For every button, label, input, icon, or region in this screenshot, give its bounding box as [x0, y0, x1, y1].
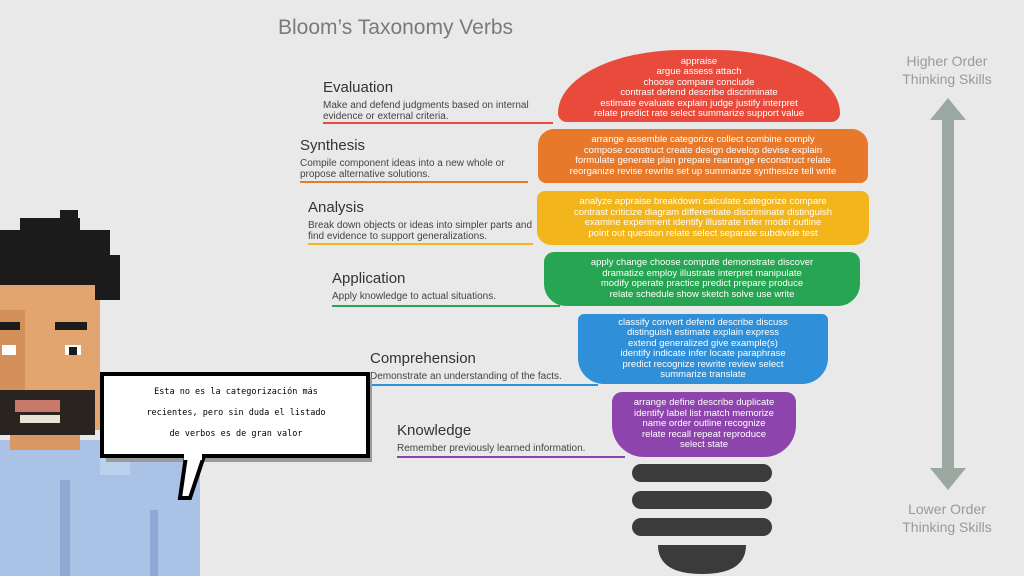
level-rule [308, 243, 533, 245]
verb-line: arrange define describe duplicate [633, 397, 775, 409]
level-rule [300, 181, 528, 183]
level-name: Comprehension [370, 350, 476, 367]
verb-band-analysis: analyze appraise breakdown calculate cat… [537, 191, 869, 245]
lower-order-label: Lower Order Thinking Skills [902, 501, 992, 535]
level-name: Knowledge [397, 422, 472, 439]
verb-line: relate schedule show sketch solve use wr… [609, 288, 795, 300]
verb-line: dramatize employ illustrate interpret ma… [602, 267, 802, 279]
level-desc: Apply knowledge to actual situations. [332, 291, 496, 302]
verb-band-comprehension: classify convert defend describe discuss… [578, 314, 828, 384]
level-name: Evaluation [323, 79, 394, 96]
level-label-application: Application Apply knowledge to actual si… [332, 270, 560, 307]
level-rule [397, 456, 625, 458]
level-label-synthesis: Synthesis Compile component ideas into a… [300, 137, 528, 183]
speech-bubble-shape [100, 372, 372, 500]
verb-band-synthesis: arrange assemble categorize collect comb… [538, 129, 868, 183]
verb-line: distinguish estimate explain express [626, 327, 780, 338]
verb-line: examine experiment identify illustrate i… [584, 217, 822, 228]
level-desc: Demonstrate an understanding of the fact… [370, 371, 562, 382]
verb-line: point out question relate select separat… [588, 227, 818, 239]
verb-line: name order outline recognize [642, 418, 766, 430]
verb-line: identify label list match memorize [634, 407, 774, 419]
verb-band-application: apply change choose compute demonstrate … [544, 252, 860, 306]
verb-line: identify indicate infer locate paraphras… [620, 348, 786, 359]
level-label-evaluation: Evaluation Make and defend judgments bas… [323, 79, 553, 124]
level-desc: Break down objects or ideas into simpler… [308, 220, 533, 242]
pixel-avatar [0, 210, 200, 576]
level-rule [323, 122, 553, 124]
verb-line: modify operate practice predict prepare … [600, 278, 804, 289]
level-name: Application [332, 270, 406, 287]
verb-line: formulate generate plan prepare rearrang… [575, 155, 831, 166]
verb-line: predict recognize rewrite review select [622, 358, 784, 370]
verb-line: classify convert defend describe discuss [618, 316, 788, 328]
verb-line: appraise [680, 55, 718, 67]
verb-line: apply change choose compute demonstrate … [590, 257, 814, 268]
verb-band-knowledge: arrange define describe duplicate identi… [612, 392, 796, 457]
level-desc: Compile component ideas into a new whole… [300, 158, 505, 180]
verb-line: arrange assemble categorize collect comb… [591, 134, 815, 145]
verb-line: reorganize revise rewrite set up summari… [569, 165, 837, 177]
verb-line: select state [679, 439, 729, 451]
level-name: Analysis [308, 199, 364, 216]
higher-order-label: Higher Order Thinking Skills [902, 53, 992, 87]
verb-band-evaluation: appraise argue assess attach choose comp… [558, 50, 840, 122]
level-desc: Remember previously learned information. [397, 443, 586, 454]
level-name: Synthesis [300, 137, 366, 154]
level-label-analysis: Analysis Break down objects or ideas int… [308, 199, 533, 245]
verb-line: summarize translate [660, 369, 746, 380]
level-desc: Make and defend judgments based on inter… [323, 100, 529, 122]
bulb-base-icon [632, 464, 772, 574]
verb-line: analyze appraise breakdown calculate cat… [579, 196, 827, 207]
verb-line: contrast criticize diagram differentiate… [573, 206, 833, 218]
verb-line: relate recall repeat reproduce [641, 428, 767, 440]
speech-bubble-text: Esta no es la categorización más recient… [146, 387, 326, 439]
double-arrow-icon [930, 98, 966, 490]
verb-line: contrast defend describe discriminate [620, 87, 778, 98]
page-title: Bloom’s Taxonomy Verbs [278, 16, 514, 39]
verb-line: extend generalized give example(s) [628, 337, 778, 349]
level-rule [332, 305, 560, 307]
verb-line: choose compare conclude [643, 76, 755, 88]
verb-line: relate predict rate select summarize sup… [593, 108, 805, 119]
speech-bubble: Esta no es la categorización más recient… [100, 372, 372, 500]
level-rule [370, 384, 598, 386]
verb-line: estimate evaluate explain judge justify … [600, 97, 798, 109]
verb-line: argue assess attach [656, 66, 742, 77]
level-label-comprehension: Comprehension Demonstrate an understandi… [370, 350, 598, 386]
verb-line: compose construct create design develop … [583, 144, 823, 156]
level-label-knowledge: Knowledge Remember previously learned in… [397, 422, 625, 458]
